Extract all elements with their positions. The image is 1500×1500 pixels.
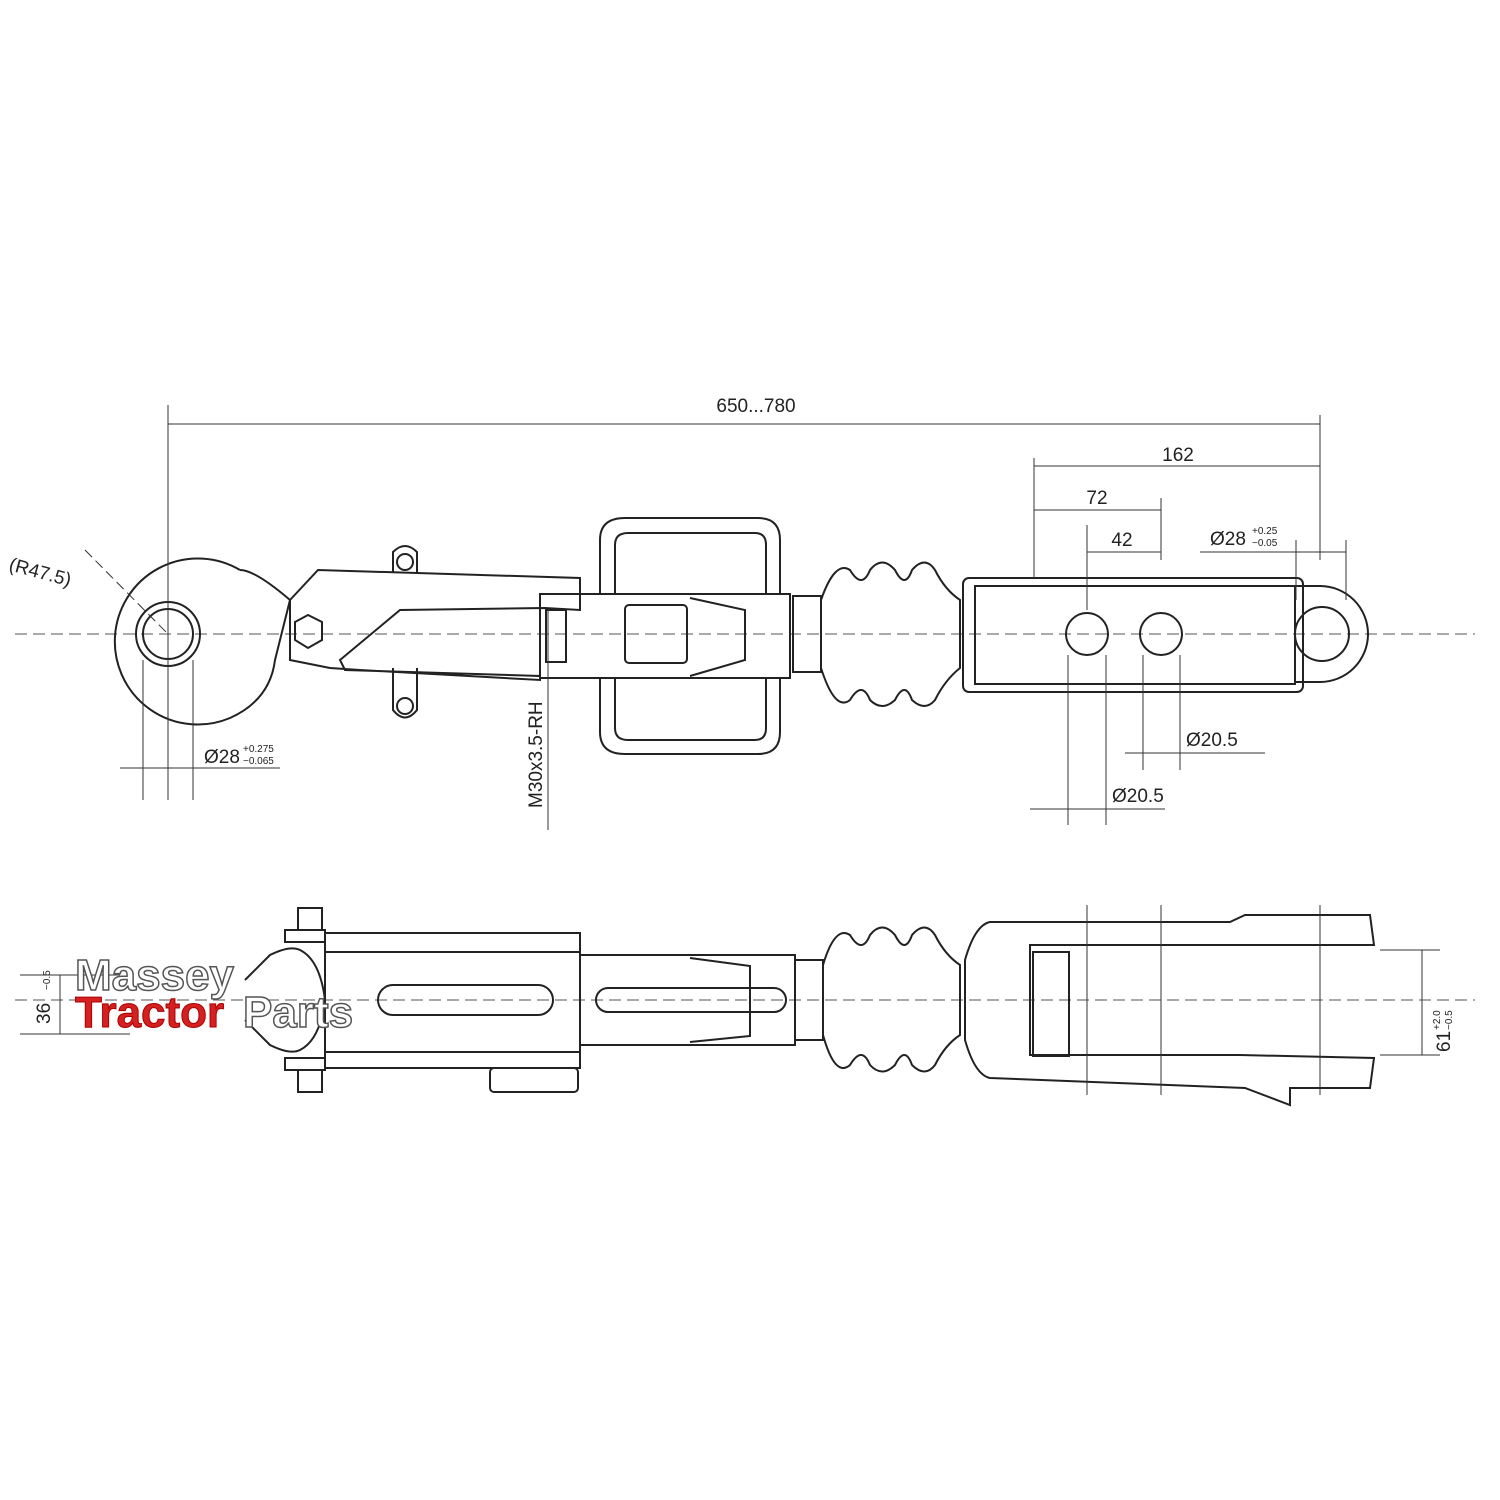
lug-top <box>396 553 414 571</box>
fork-end <box>964 914 1376 1107</box>
dim-fork-gap-upper: +2.0 <box>1432 1010 1443 1030</box>
head-body <box>289 568 581 682</box>
adjuster-tube <box>539 593 791 679</box>
dim-162: 162 <box>1162 445 1194 466</box>
side-view: 650...780 162 72 42 Ø28 +0.25 −0.05 (R47… <box>7 396 1475 830</box>
dimension-lines <box>120 405 1347 830</box>
rubber-boot <box>820 561 961 707</box>
dim-overall-length: 650...780 <box>716 396 795 417</box>
dim-fork-gap-lower: −0.5 <box>1444 1010 1455 1030</box>
logo-watermark: Massey Tractor Parts <box>74 950 354 1038</box>
dim-end-bore-lower: −0.05 <box>1252 538 1278 549</box>
dim-hole-1: Ø20.5 <box>1112 786 1164 807</box>
hole-1 <box>1065 612 1109 656</box>
logo-tractor: Tractor <box>75 988 224 1037</box>
handle-top <box>599 517 781 595</box>
lug-bottom <box>396 697 414 715</box>
top-view: 36 −0.5 61 +2.0 −0.5 <box>15 905 1475 1107</box>
handle-bottom <box>599 678 781 755</box>
slot <box>377 984 554 1016</box>
dim-eye-bore-lower: −0.065 <box>243 756 274 767</box>
dim-end-bore: Ø28 <box>1210 529 1246 550</box>
hex-bolt <box>294 613 323 650</box>
bolt-bottom <box>284 1057 326 1071</box>
end-bore <box>1294 606 1350 662</box>
fork-block <box>1032 951 1070 1057</box>
end-eye <box>1295 585 1369 683</box>
ball-eye <box>113 557 292 726</box>
dim-eye-bore-upper: +0.275 <box>243 744 274 755</box>
end-plate <box>962 577 1304 693</box>
dim-eye-bore: Ø28 <box>204 747 240 768</box>
dim-ball-width: 36 <box>34 1003 55 1024</box>
logo-massey: Massey <box>75 951 235 1000</box>
rubber-boot-top <box>822 926 961 1073</box>
dim-fork-gap: 61 <box>1434 1031 1455 1052</box>
dim-ball-radius: (R47.5) <box>7 555 74 592</box>
dim-42: 42 <box>1111 530 1132 551</box>
bolt-top <box>284 929 326 943</box>
logo-parts: Parts <box>243 988 353 1037</box>
hole-2 <box>1139 612 1183 656</box>
dim-thread: M30x3.5-RH <box>526 701 547 808</box>
dim-end-bore-upper: +0.25 <box>1252 526 1278 537</box>
dim-hole-2: Ø20.5 <box>1186 730 1238 751</box>
dim-ball-width-lower: −0.5 <box>42 970 53 990</box>
dim-72: 72 <box>1086 488 1107 509</box>
